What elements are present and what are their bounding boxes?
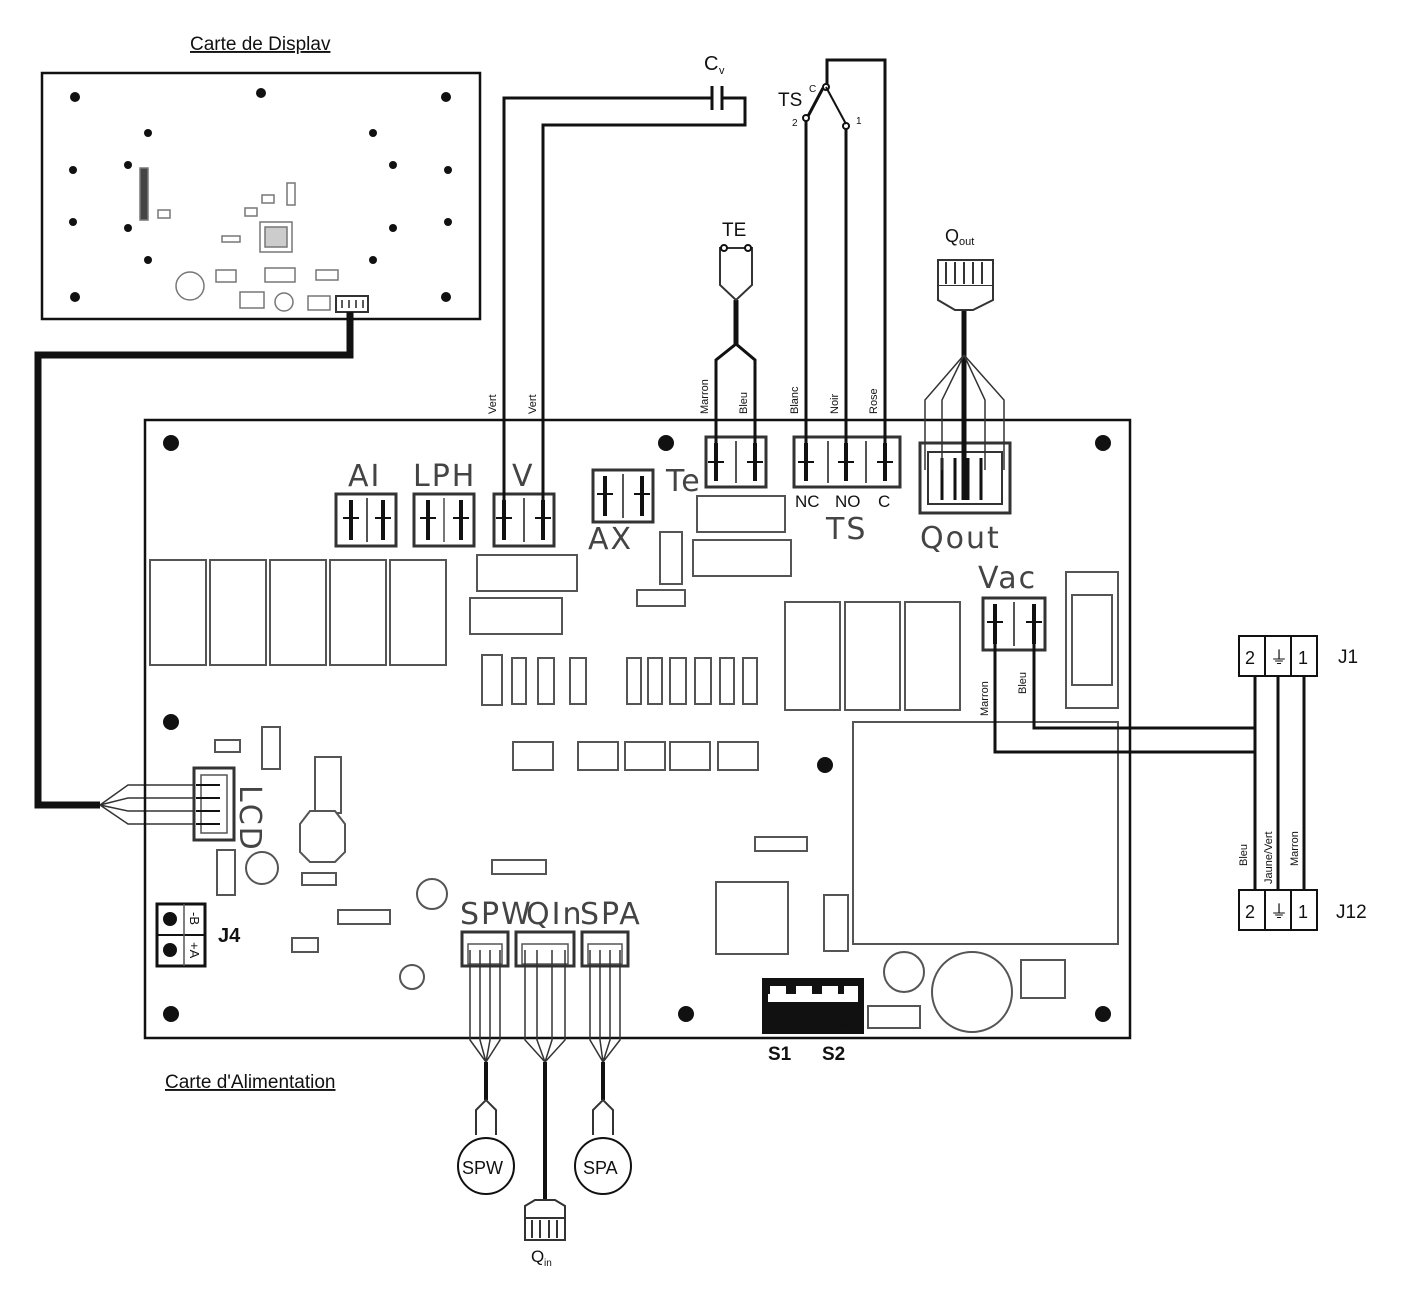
connector-lph[interactable]: LPH: [412, 459, 476, 548]
connector-te-label: Te: [665, 464, 702, 499]
spa-sensor-label: SPA: [583, 1158, 618, 1178]
thermostat-pin-1: 1: [856, 116, 862, 127]
connector-qout-label: Qout: [920, 521, 1001, 556]
spw-sensor: SPW: [457, 1098, 515, 1195]
connector-spa-label: SPA: [580, 897, 642, 932]
qout-sensor-label-sub: out: [959, 236, 974, 248]
wire-label-ts-1: Blanc: [789, 386, 801, 414]
j1-pin-2: 2: [1245, 648, 1255, 668]
connector-lcd[interactable]: LCD: [192, 766, 267, 852]
qout-sensor: Q out: [937, 226, 994, 311]
wire-label-v-2: Vert: [527, 394, 539, 414]
wire-color-labels: Vert Vert Marron Bleu Blanc Noir Rose Ma…: [487, 379, 1301, 884]
wire-label-vac-1: Marron: [979, 681, 991, 716]
ts-pin-no: NO: [835, 492, 861, 511]
te-sensor: TE: [719, 220, 753, 302]
thermostat-ts: TS C 2 1: [778, 83, 862, 130]
terminal-j1: 2 ⏚ 1 J1: [1238, 635, 1358, 677]
wire-label-ts-3: Rose: [868, 388, 880, 414]
qout-sensor-label: Q: [945, 226, 959, 246]
connector-j4[interactable]: -B +A J4: [155, 902, 241, 968]
capacitor-label: C: [704, 53, 718, 75]
qin-sensor-label: Q: [531, 1247, 544, 1266]
display-mounting-holes: [69, 88, 452, 302]
thermostat-pin-c: C: [809, 84, 816, 95]
connector-ai[interactable]: AI: [334, 459, 398, 548]
connector-spw-label: SPW: [460, 897, 533, 932]
wire-label-vac-2: Bleu: [1017, 672, 1029, 694]
capacitor-label-sub: v: [719, 65, 725, 77]
terminal-j12-label: J12: [1336, 902, 1367, 923]
wire-label-te-1: Marron: [699, 379, 711, 414]
wire-label-ts-2: Noir: [829, 393, 841, 414]
display-components: [139, 167, 369, 313]
dip-on-label-1: NO: [770, 1019, 788, 1033]
connector-ax-label: AX: [588, 522, 633, 557]
j12-pin-2: 2: [1245, 902, 1255, 922]
display-board: Carte de Displav: [40, 34, 482, 321]
ts-pin-nc: NC: [795, 492, 820, 511]
dip-switches[interactable]: NO NO S1 S2: [762, 978, 864, 1065]
connector-ai-label: AI: [348, 459, 381, 494]
connector-j4-label: J4: [218, 925, 241, 947]
power-board: Carte d'Alimentation: [143, 418, 1132, 1093]
spw-sensor-label: SPW: [462, 1158, 503, 1178]
board-components: [149, 495, 1119, 1033]
j4-pin-a: +A: [187, 942, 202, 959]
spa-sensor: SPA: [574, 1098, 632, 1195]
connector-lcd-label: LCD: [232, 785, 267, 852]
connector-qin-label: QIn: [526, 897, 583, 932]
power-mounting-holes: [163, 435, 1111, 1022]
dip-on-label-2: NO: [838, 1019, 856, 1033]
switch-s1-label: S1: [768, 1044, 792, 1065]
display-board-outline: [40, 71, 482, 321]
connector-vac-label: Vac: [978, 561, 1037, 596]
wire-label-j-3: Marron: [1289, 831, 1301, 866]
connector-ax[interactable]: AX: [588, 468, 655, 557]
connector-qin[interactable]: QIn: [514, 897, 583, 968]
j1-pin-1: 1: [1298, 648, 1308, 668]
te-sensor-label: TE: [722, 220, 746, 241]
thermostat-pin-2: 2: [792, 118, 798, 129]
connector-ts-label: TS: [825, 512, 867, 547]
display-board-title: Carte de Displav: [190, 34, 331, 55]
qin-sensor-label-sub: in: [544, 1258, 552, 1269]
wire-label-v-1: Vert: [487, 394, 499, 414]
capacitor-cv: C v: [704, 53, 725, 110]
ts-pin-c: C: [878, 492, 890, 511]
display-to-lcd-cable: [34, 312, 354, 825]
power-board-title: Carte d'Alimentation: [165, 1072, 336, 1093]
connector-spa[interactable]: SPA: [580, 897, 642, 968]
thermostat-label: TS: [778, 90, 802, 111]
connector-v-label: V: [512, 459, 535, 494]
connector-lph-label: LPH: [413, 459, 476, 494]
qin-sensor: Q in: [524, 1199, 566, 1269]
terminal-j12: 2 ⏚ 1 J12: [1238, 889, 1367, 931]
j1-pin-ground: ⏚: [1270, 648, 1288, 668]
wire-label-j-1: Bleu: [1238, 844, 1250, 866]
j12-pin-1: 1: [1298, 902, 1308, 922]
terminal-j1-label: J1: [1338, 647, 1358, 668]
wires: [469, 58, 1306, 1200]
wire-label-j-2: Jaune/Vert: [1263, 831, 1275, 884]
wire-label-te-2: Bleu: [738, 392, 750, 414]
switch-s2-label: S2: [822, 1044, 845, 1065]
j12-pin-ground: ⏚: [1270, 902, 1288, 922]
j4-pin-b: -B: [187, 912, 202, 925]
